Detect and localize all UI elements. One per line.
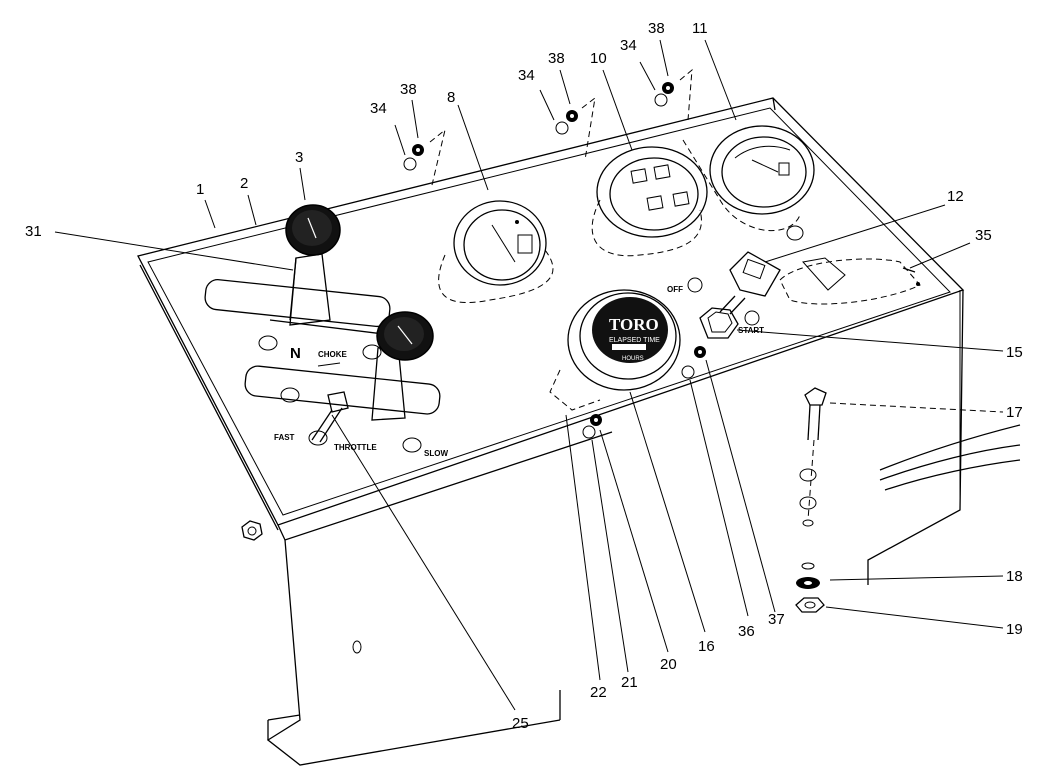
hour-meter-unit: HOURS bbox=[622, 356, 644, 362]
throttle-bolt bbox=[311, 391, 349, 443]
panel-screws bbox=[258, 225, 804, 453]
callout-1: 1 bbox=[196, 181, 204, 198]
throttle-knob bbox=[376, 311, 434, 361]
decal-35 bbox=[779, 257, 921, 305]
callout-19: 19 bbox=[1006, 621, 1023, 638]
choke-label: CHOKE bbox=[318, 350, 348, 359]
callout-2: 2 bbox=[240, 175, 248, 192]
washer-18 bbox=[796, 562, 820, 589]
lockwasher-icon bbox=[662, 82, 674, 94]
callout-38: 38 bbox=[400, 81, 417, 98]
screw-icon bbox=[362, 344, 382, 360]
start-icon bbox=[744, 310, 760, 326]
callout-38: 38 bbox=[548, 50, 565, 67]
hex-nut-icon bbox=[241, 520, 263, 541]
callouts: 1 2 3 31 34 38 8 34 38 10 34 38 11 12 35… bbox=[25, 20, 1023, 732]
screw-icon bbox=[403, 157, 417, 171]
panel-markings: N CHOKE FAST THROTTLE SLOW OFF START bbox=[274, 285, 764, 458]
gauge-11 bbox=[682, 125, 815, 231]
nut-15 bbox=[699, 307, 739, 339]
callout-3: 3 bbox=[295, 149, 303, 166]
callout-38: 38 bbox=[648, 20, 665, 37]
screw-icon bbox=[786, 225, 804, 241]
hour-meter-brand: TORO bbox=[609, 315, 659, 334]
callout-10: 10 bbox=[590, 50, 607, 67]
choke-knob bbox=[285, 204, 341, 256]
callout-21: 21 bbox=[621, 674, 638, 691]
control-panel bbox=[137, 97, 965, 766]
callout-25: 25 bbox=[512, 715, 529, 732]
callout-31: 31 bbox=[25, 223, 42, 240]
leader-lines bbox=[54, 39, 1004, 711]
hour-meter: TORO ELAPSED TIME HOURS bbox=[549, 289, 681, 411]
start-label: START bbox=[738, 326, 764, 335]
callout-18: 18 bbox=[1006, 568, 1023, 585]
choke-symbol: N bbox=[290, 345, 301, 362]
slow-label: SLOW bbox=[424, 449, 448, 458]
screw-icon bbox=[582, 425, 596, 439]
lockwasher-icon bbox=[590, 414, 602, 426]
callout-12: 12 bbox=[947, 188, 964, 205]
nut-19 bbox=[795, 597, 825, 613]
callout-8: 8 bbox=[447, 89, 455, 106]
lockwasher-icon bbox=[412, 144, 424, 156]
hardware-34-38 bbox=[403, 68, 706, 439]
throttle-label: THROTTLE bbox=[334, 443, 377, 452]
callout-34: 34 bbox=[518, 67, 535, 84]
callout-22: 22 bbox=[590, 684, 607, 701]
lockwasher-icon bbox=[566, 110, 578, 122]
screw-icon bbox=[402, 437, 422, 453]
screw-icon bbox=[555, 121, 569, 135]
callout-11: 11 bbox=[692, 20, 708, 37]
off-label: OFF bbox=[667, 285, 683, 294]
bolt-17 bbox=[799, 387, 827, 527]
callout-17: 17 bbox=[1006, 404, 1023, 421]
callout-34: 34 bbox=[370, 100, 387, 117]
wire-harness bbox=[879, 424, 1021, 491]
callout-37: 37 bbox=[768, 611, 785, 628]
fast-label: FAST bbox=[274, 433, 295, 442]
key-switch bbox=[687, 251, 781, 326]
ignition-icon bbox=[687, 277, 703, 293]
control-slots bbox=[204, 279, 441, 415]
callout-16: 16 bbox=[698, 638, 715, 655]
screw-icon bbox=[280, 387, 300, 403]
callout-20: 20 bbox=[660, 656, 677, 673]
callout-15: 15 bbox=[1006, 344, 1023, 361]
screw-icon bbox=[654, 93, 668, 107]
hour-meter-sub: ELAPSED TIME bbox=[609, 337, 660, 344]
callout-34: 34 bbox=[620, 37, 637, 54]
screw-icon bbox=[308, 430, 328, 446]
lockwasher-icon bbox=[694, 346, 706, 358]
screw-icon bbox=[681, 365, 695, 379]
callout-35: 35 bbox=[975, 227, 992, 244]
callout-36: 36 bbox=[738, 623, 755, 640]
screw-icon bbox=[258, 335, 278, 351]
gauge-8 bbox=[438, 200, 554, 304]
gauge-10 bbox=[591, 146, 708, 257]
